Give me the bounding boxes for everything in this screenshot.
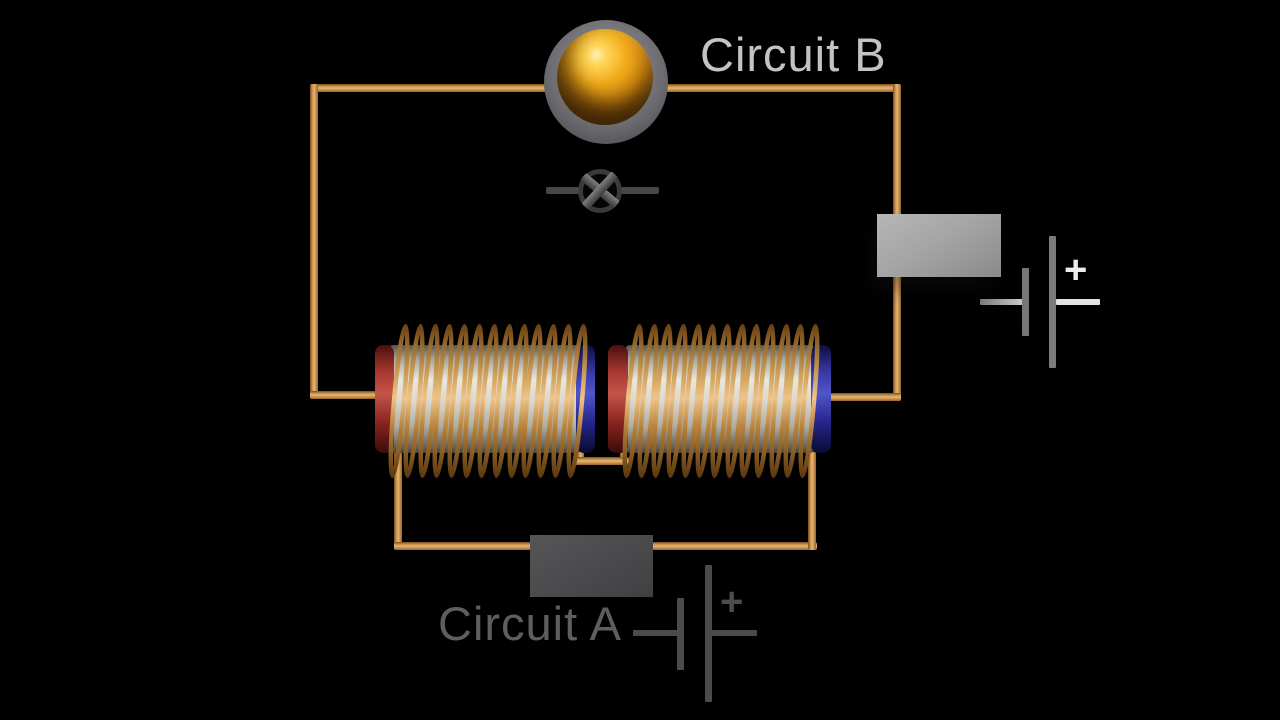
bulb-sphere	[557, 29, 653, 125]
circuit-a-label: Circuit A	[438, 597, 622, 650]
battery-a-plate-long	[705, 565, 712, 702]
circuit-b-label: Circuit B	[700, 28, 887, 81]
battery-a-plate-short	[677, 598, 684, 670]
coil-right	[608, 324, 831, 478]
coil-left-end-red	[375, 345, 394, 453]
battery-block-circuit-b	[877, 214, 1001, 277]
coil-left-windings	[388, 324, 588, 478]
wire-mid-stub-left	[577, 445, 584, 461]
wire-left-circuit-b	[310, 84, 318, 399]
wire-right-stub-to-coil	[820, 393, 901, 401]
battery-b-plate-long	[1049, 236, 1056, 368]
lamp-symbol-icon	[545, 168, 663, 218]
wire-coil-lead-right	[808, 452, 816, 550]
battery-b-lead-positive	[1056, 299, 1100, 305]
lamp-lead-right	[621, 187, 659, 194]
coil-right-end-red	[608, 345, 628, 453]
battery-a-lead-negative	[633, 630, 680, 636]
battery-b-plus-sign: +	[1064, 248, 1088, 292]
battery-block-circuit-a	[530, 535, 653, 597]
battery-a-plus-sign: +	[720, 580, 744, 624]
battery-b-plate-short	[1022, 268, 1029, 336]
wire-left-stub-to-coil	[310, 391, 392, 399]
battery-a-lead-positive	[712, 630, 757, 636]
wire-mid-link-between-coils	[575, 457, 629, 465]
coil-right-windings	[622, 324, 820, 478]
coil-left	[375, 324, 595, 478]
lamp-lead-left	[546, 187, 580, 194]
wire-coil-lead-left	[394, 452, 402, 550]
battery-b-lead-negative	[980, 299, 1026, 305]
